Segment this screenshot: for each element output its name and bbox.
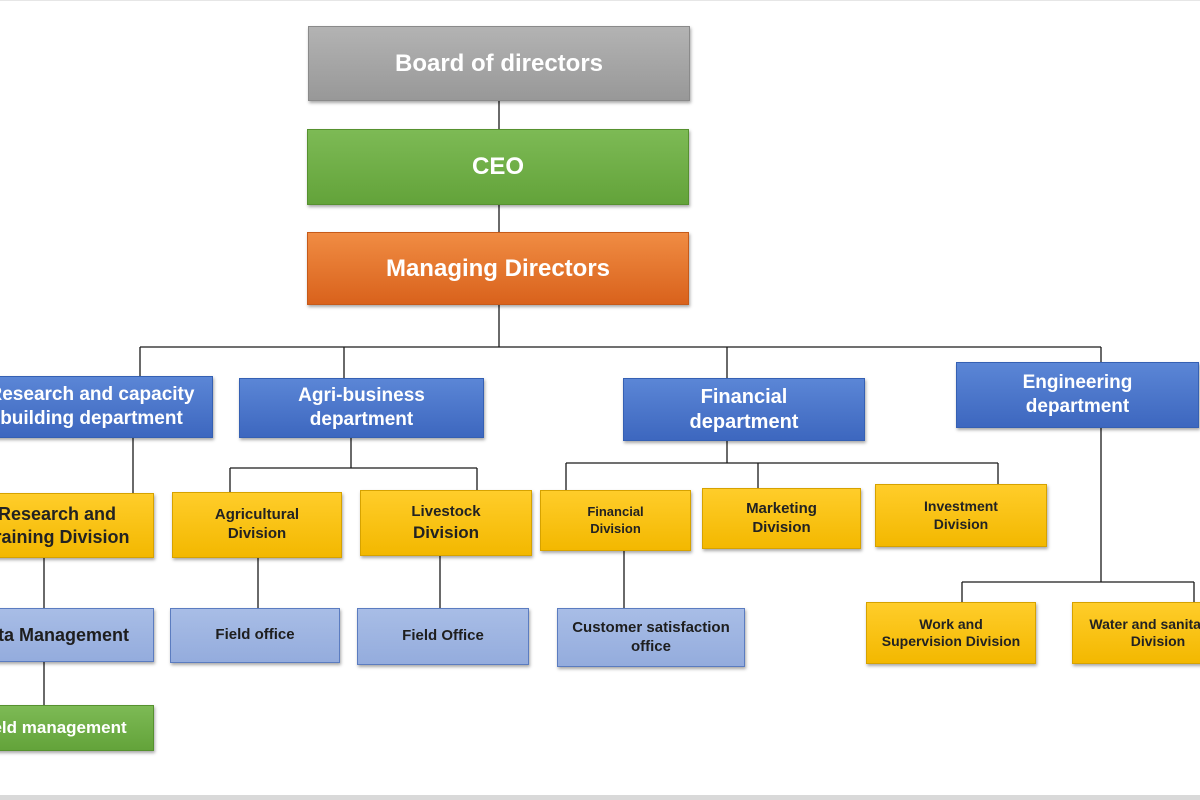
data-management-box: Data Management bbox=[0, 608, 154, 662]
livestock-division-line2: Division bbox=[412, 522, 480, 542]
livestock-division-line1: Livestock bbox=[411, 503, 481, 520]
field-management-box: Field management bbox=[0, 705, 154, 751]
customer-satisfaction-line2: office bbox=[630, 637, 671, 655]
agricultural-division-box: Agricultural Division bbox=[172, 492, 342, 558]
water-sanitation-division-box: Water and sanitation Division bbox=[1072, 602, 1200, 664]
agri-business-department-line1: Agri-business bbox=[298, 385, 425, 407]
field-office-agricultural-label: Field office bbox=[215, 626, 295, 644]
investment-division-line1: Investment bbox=[924, 498, 998, 514]
livestock-division-box: Livestock Division bbox=[360, 490, 532, 556]
financial-division-line1: Financial bbox=[587, 504, 644, 520]
research-department-line1: Research and capacity bbox=[0, 384, 195, 406]
customer-satisfaction-line1: Customer satisfaction bbox=[572, 618, 730, 636]
marketing-division-box: Marketing Division bbox=[702, 488, 861, 549]
board-of-directors-label: Board of directors bbox=[394, 49, 604, 77]
research-department-box: Research and capacity building departmen… bbox=[0, 376, 213, 438]
field-office-agricultural-box: Field office bbox=[170, 608, 340, 663]
field-office-livestock-label: Field Office bbox=[402, 627, 484, 645]
financial-division-box: Financial Division bbox=[540, 490, 691, 551]
engineering-department-line1: Engineering bbox=[1022, 372, 1133, 394]
data-management-label: Data Management bbox=[0, 624, 130, 645]
managing-directors-label: Managing Directors bbox=[385, 254, 611, 282]
agri-business-department-box: Agri-business department bbox=[239, 378, 484, 438]
top-border bbox=[0, 0, 1200, 1]
investment-division-box: Investment Division bbox=[875, 484, 1047, 547]
water-sanitation-division-line1: Water and sanitation bbox=[1089, 615, 1200, 632]
research-training-division-line1: Research and bbox=[0, 504, 117, 524]
customer-satisfaction-office-box: Customer satisfaction office bbox=[557, 608, 745, 667]
financial-department-box: Financial department bbox=[623, 378, 865, 441]
engineering-department-line2: department bbox=[1025, 396, 1130, 417]
bottom-border bbox=[0, 795, 1200, 800]
agri-business-department-line2: department bbox=[309, 409, 414, 430]
field-management-label: Field management bbox=[0, 718, 127, 738]
engineering-department-box: Engineering department bbox=[956, 362, 1199, 428]
research-training-division-line2: Training Division bbox=[0, 526, 130, 547]
ceo-box: CEO bbox=[307, 129, 689, 205]
work-supervision-division-line2: Supervision Division bbox=[881, 633, 1021, 649]
marketing-division-line2: Division bbox=[752, 518, 811, 536]
financial-department-line2: department bbox=[689, 410, 799, 433]
financial-division-line2: Division bbox=[590, 520, 641, 536]
financial-department-line1: Financial bbox=[700, 385, 788, 408]
ceo-label: CEO bbox=[471, 153, 524, 180]
board-of-directors-box: Board of directors bbox=[308, 26, 690, 101]
agricultural-division-line2: Division bbox=[227, 525, 287, 542]
research-department-line2: building department bbox=[0, 408, 183, 429]
agricultural-division-line1: Agricultural bbox=[214, 506, 300, 524]
work-supervision-division-line1: Work and bbox=[919, 615, 983, 632]
research-training-division-box: Research and Training Division bbox=[0, 493, 154, 558]
managing-directors-box: Managing Directors bbox=[307, 232, 689, 305]
investment-division-line2: Division bbox=[933, 515, 989, 532]
marketing-division-line1: Marketing bbox=[746, 499, 817, 517]
work-supervision-division-box: Work and Supervision Division bbox=[866, 602, 1036, 664]
water-sanitation-division-line2: Division bbox=[1130, 633, 1186, 649]
field-office-livestock-box: Field Office bbox=[357, 608, 529, 665]
